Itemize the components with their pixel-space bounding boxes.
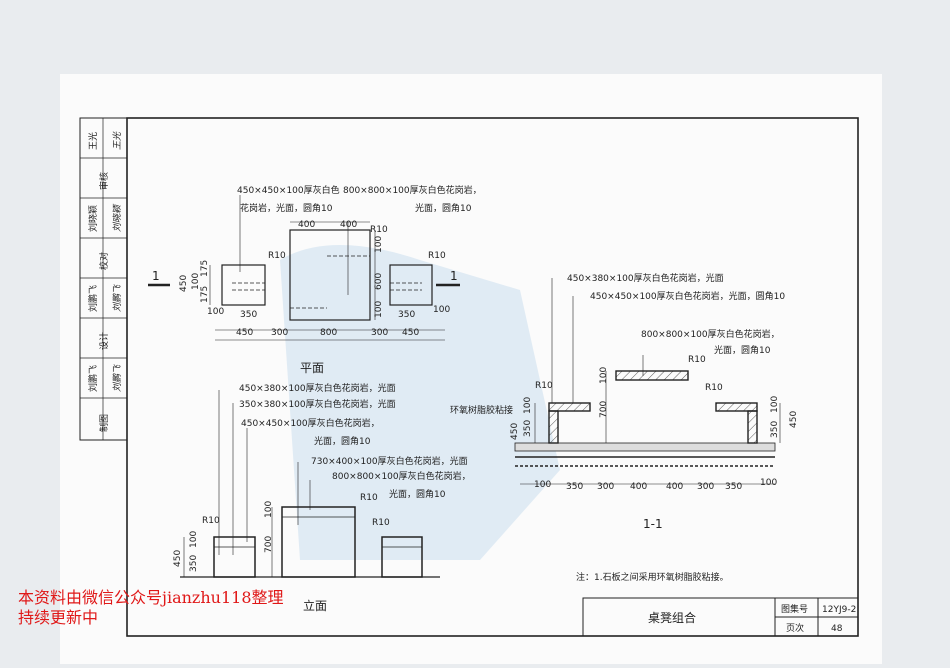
dim: 100: [770, 396, 780, 413]
atlas-number: 12YJ9-2: [822, 605, 856, 615]
elevation-view: [180, 390, 440, 578]
elevation-title: 立面: [303, 598, 327, 613]
dim: 350: [398, 310, 415, 320]
radius-label: R10: [202, 516, 220, 526]
dim: 450: [402, 328, 419, 338]
dim: 700: [599, 401, 609, 418]
drawing-note: 注：1.石板之间采用环氧树脂胶粘接。: [576, 571, 729, 583]
plan-title: 平面: [300, 361, 324, 375]
radius-label: R10: [360, 493, 378, 503]
dim: 175: [200, 260, 210, 277]
dim: 100: [207, 307, 224, 317]
checker-role: 校对: [98, 252, 110, 270]
dim: 450: [789, 411, 799, 428]
dim: 450: [179, 275, 189, 292]
dim: 100: [374, 236, 384, 253]
radius-label: R10: [372, 518, 390, 528]
checker-name: 刘晓颖: [87, 205, 99, 232]
checker-signature: 刘晓颖: [112, 203, 123, 232]
section-title: 1-1: [643, 517, 663, 531]
section-note: 光面，圆角10: [714, 344, 771, 356]
plan-note-table-2: 光面，圆角10: [415, 202, 472, 214]
plan-note-table: 800×800×100厚灰白色花岗岩，: [343, 184, 482, 196]
dim: 350: [725, 482, 742, 492]
elevation-note: 800×800×100厚灰白色花岗岩，: [332, 470, 471, 482]
dim: 450: [236, 328, 253, 338]
drafter-signature: 刘鹏飞: [112, 364, 123, 392]
dim: 175: [200, 286, 210, 303]
radius-label: R10: [688, 355, 706, 365]
radius-label: R10: [370, 225, 388, 235]
elevation-note: 光面，圆角10: [314, 435, 371, 447]
elevation-note: 350×380×100厚灰白色花岗岩，光面: [239, 398, 396, 410]
dim: 350: [189, 555, 199, 572]
drafter-role: 制图: [98, 414, 110, 432]
plan-note-stool: 450×450×100厚灰白色: [237, 184, 340, 196]
dim: 100: [191, 273, 201, 290]
section-view: [514, 278, 781, 485]
section-mark-left: 1: [152, 269, 160, 283]
dim: 600: [374, 273, 384, 290]
dim: 300: [271, 328, 288, 338]
elevation-note: 450×380×100厚灰白色花岗岩，光面: [239, 382, 396, 394]
designer-signature: 刘鹏飞: [112, 284, 123, 312]
watermark-shape: [280, 245, 560, 560]
elevation-note: 730×400×100厚灰白色花岗岩，光面: [311, 455, 468, 467]
section-note-epoxy: 环氧树脂胶粘接: [450, 404, 513, 416]
dim: 300: [597, 482, 614, 492]
watermark-line-2: 持续更新中: [18, 608, 99, 627]
section-note: 450×380×100厚灰白色花岗岩，光面: [567, 272, 724, 284]
radius-label: R10: [705, 383, 723, 393]
dim: 100: [433, 305, 450, 315]
atlas-label: 图集号: [781, 603, 808, 615]
dim: 100: [189, 531, 199, 548]
radius-label: R10: [268, 251, 286, 261]
dim: 100: [374, 301, 384, 318]
section-note: 450×450×100厚灰白色花岗岩，光面，圆角10: [590, 290, 785, 302]
dim: 400: [340, 220, 357, 230]
dim: 100: [534, 480, 551, 490]
dim: 800: [320, 328, 337, 338]
plan-view: [148, 195, 460, 341]
dim: 300: [697, 482, 714, 492]
designer-role: 设计: [98, 332, 110, 350]
drawing-title: 桌凳组合: [648, 610, 696, 625]
designer-name: 刘鹏飞: [87, 285, 99, 312]
dim: 350: [240, 310, 257, 320]
dim: 400: [298, 220, 315, 230]
dim: 450: [510, 423, 520, 440]
section-note: 800×800×100厚灰白色花岗岩，: [641, 328, 780, 340]
dim: 450: [173, 550, 183, 567]
section-mark-right: 1: [450, 269, 458, 283]
dim: 700: [264, 536, 274, 553]
reviewer-signature: 王光: [112, 131, 123, 150]
dim: 400: [630, 482, 647, 492]
page-label: 页次: [786, 622, 804, 634]
radius-label: R10: [535, 381, 553, 391]
signature-strip: [79, 117, 128, 441]
dim: 100: [523, 397, 533, 414]
elevation-note: 450×450×100厚灰白色花岗岩，: [241, 417, 380, 429]
dim: 350: [770, 421, 780, 438]
drafter-name: 刘鹏飞: [87, 365, 99, 392]
title-block: [582, 597, 859, 637]
watermark-line-1: 本资料由微信公众号jianzhu118整理: [18, 588, 284, 607]
dim: 400: [666, 482, 683, 492]
radius-label: R10: [428, 251, 446, 261]
reviewer-name: 王光: [87, 132, 99, 150]
dim: 100: [264, 501, 274, 518]
reviewer-role: 审核: [98, 172, 110, 190]
dim: 350: [566, 482, 583, 492]
page-number: 48: [831, 624, 843, 634]
dim: 100: [760, 478, 777, 488]
plan-note-stool-2: 花岗岩，光面，圆角10: [240, 202, 333, 214]
dim: 100: [599, 367, 609, 384]
elevation-note: 光面，圆角10: [389, 488, 446, 500]
dim: 350: [523, 420, 533, 437]
dim: 300: [371, 328, 388, 338]
